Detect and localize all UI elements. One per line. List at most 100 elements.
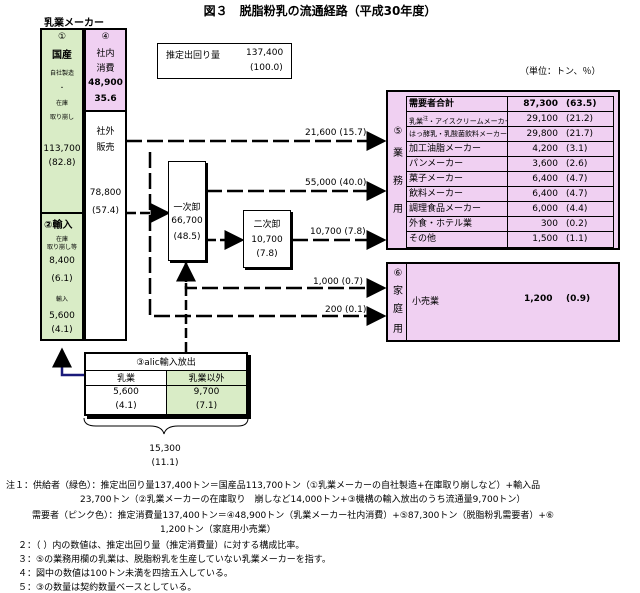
domestic-sub3: 取り崩し (49, 114, 74, 121)
household-num: ⑥ (393, 268, 403, 279)
domestic-sub2: 在庫 (55, 100, 68, 107)
business-row-8-pct: (0.2) (562, 217, 613, 232)
business-row-2-value: 29,800 (507, 127, 562, 142)
flow-label-4: 1,000 (0.7) (313, 277, 363, 287)
domestic-num: ① (57, 32, 67, 42)
flow-line-alic-to-import (52, 347, 84, 377)
business-use-box: ⑤ 業 務 用 (386, 90, 620, 250)
import-sub1: 在庫 (55, 236, 68, 243)
import-value2: 5,600 (49, 311, 75, 321)
alic-col2: 乳業以外 (167, 371, 246, 386)
domestic-pct: (82.8) (48, 158, 76, 168)
note-5: ５：③の数量は契約数量ベースとしている。 (18, 583, 197, 593)
internal-pct: 35.6 (94, 94, 117, 104)
business-row-8-name: 外食・ホテル業 (407, 217, 507, 232)
flow-label-1: 21,600 (15.7) (305, 128, 367, 138)
business-row-9-name: その他 (407, 232, 507, 248)
import-sub2: 取り崩し等 (46, 244, 77, 251)
business-row-5-name: 菓子メーカー (407, 172, 507, 187)
domestic-label: 国産 (52, 50, 72, 61)
estimate-label: 推定出回り量 (166, 51, 221, 61)
business-row-6-value: 6,400 (507, 187, 562, 202)
internal-label1: 社内 (96, 49, 115, 59)
business-row-1-value: 29,100 (507, 112, 562, 127)
business-row-2-pct: (21.7) (562, 127, 613, 142)
business-char-2: 務 (393, 176, 403, 187)
note-2: ２：（ ）内の数値は、推定出回り量（推定消費量）に対する構成比率。 (18, 541, 305, 551)
business-num: ⑤ (393, 126, 403, 137)
domestic-value: 113,700 (43, 144, 81, 154)
import-box: ②輸入 在庫 取り崩し等 8,400 (6.1) 輸入 5,600 (4.1) (40, 212, 84, 341)
page-title: 図３ 脱脂粉乳の流通経路（平成30年度） (203, 4, 437, 18)
household-char-2: 庭 (393, 304, 403, 315)
internal-num: ④ (101, 32, 110, 42)
business-row-1-pct: (21.2) (562, 112, 613, 127)
household-pct: (0.9) (566, 294, 591, 304)
business-row-4-value: 3,600 (507, 157, 562, 172)
domestic-sub-dot: ・ (58, 85, 65, 92)
business-char-3: 用 (393, 204, 403, 215)
business-row-3-value: 4,200 (507, 142, 562, 157)
primary-label: 一次卸 (173, 203, 201, 213)
alic-box: ③alic輸入放出 乳業 乳業以外 5,600 (4.1) 9,700 (7.1… (84, 352, 248, 416)
note-3: ３：⑤の業務用欄の乳業は、脱脂粉乳を生産していない乳業メーカーを指す。 (18, 555, 331, 565)
business-row-3-name: 加工油脂メーカー (407, 142, 507, 157)
household-name: 小売業 (412, 297, 440, 307)
domestic-sub1: 自社製造 (49, 70, 74, 77)
alic-p2: (7.1) (195, 401, 218, 411)
note-1b: 23,700トン（②乳業メーカーの在庫取り 崩しなど14,000トン+③機構の輸… (80, 495, 526, 505)
alic-total-value: 15,300 (149, 444, 181, 454)
business-char-1: 業 (393, 148, 403, 159)
business-row-5-value: 6,400 (507, 172, 562, 187)
business-row-5-pct: (4.7) (562, 172, 613, 187)
external-sales-box: 社外 販売 78,800 (57.4) (84, 110, 127, 341)
business-row-9-value: 1,500 (507, 232, 562, 248)
business-row-3-pct: (3.1) (562, 142, 613, 157)
alic-p1: (4.1) (115, 401, 137, 411)
external-value: 78,800 (89, 188, 122, 198)
business-row-9-pct: (1.1) (562, 232, 613, 248)
secondary-value: 10,700 (251, 235, 283, 245)
import-pct2: (4.1) (51, 325, 73, 335)
estimate-box: 推定出回り量 137,400 (100.0) (157, 43, 292, 79)
alic-title: ③alic輸入放出 (86, 355, 246, 371)
alic-brace (83, 417, 249, 435)
internal-consumption-box: ④ 社内 消費 48,900 35.6 (84, 28, 127, 112)
secondary-pct: (7.8) (256, 249, 278, 259)
business-row-2-name: はっ酵乳・乳酸菌飲料メーカー (407, 127, 507, 142)
external-label1: 社外 (96, 127, 115, 137)
estimate-value: 137,400 (246, 48, 284, 58)
business-row-7-name: 調理食品メーカー (407, 202, 507, 217)
alic-total-pct: (11.1) (151, 458, 179, 468)
household-char-3: 用 (393, 324, 403, 335)
estimate-pct: (100.0) (250, 63, 283, 73)
primary-wholesaler-box: 一次卸 66,700 (48.5) (168, 161, 206, 261)
note-1c: 需要者（ピンク色）：推定消費量137,400トン＝④48,900トン（乳業メーカ… (32, 511, 554, 521)
business-row-4-pct: (2.6) (562, 157, 613, 172)
business-row-1-name: 乳業注・アイスクリームメーカー (407, 112, 507, 127)
household-value: 1,200 (524, 294, 553, 304)
business-row-8-value: 300 (507, 217, 562, 232)
domestic-box: ① 国産 自社製造 ・ 在庫 取り崩し 113,700 (82.8) (40, 28, 84, 214)
business-row-4-name: パンメーカー (407, 157, 507, 172)
primary-value: 66,700 (171, 216, 203, 226)
business-row-total-pct: (63.5) (562, 97, 613, 112)
household-char-1: 家 (393, 286, 403, 297)
import-label: 輸入 (52, 220, 73, 231)
business-row-6-pct: (4.7) (562, 187, 613, 202)
flow-label-3: 10,700 (7.8) (310, 227, 366, 237)
business-row-total-name: 需要者合計 (407, 97, 507, 112)
business-table: 需要者合計 87,300 (63.5) 乳業注・アイスクリームメーカー 29,1… (406, 96, 614, 249)
business-row-7-pct: (4.4) (562, 202, 613, 217)
alic-v2: 9,700 (193, 387, 220, 397)
alic-v1: 5,600 (113, 387, 139, 397)
external-label2: 販売 (96, 143, 115, 153)
business-row-7-value: 6,000 (507, 202, 562, 217)
note-1: 注１：供給者（緑色）：推定出回り量137,400トン＝国産品113,700トン（… (6, 481, 541, 491)
note-1d: 1,200トン（家庭用小売業） (160, 525, 276, 535)
import-sub3: 輸入 (55, 296, 68, 303)
flow-line-5 (148, 152, 387, 326)
note-4: ４：図中の数値は100トン未満を四捨五入している。 (18, 569, 233, 579)
primary-pct: (48.5) (173, 232, 201, 242)
flow-label-2: 55,000 (40.0) (305, 178, 367, 188)
